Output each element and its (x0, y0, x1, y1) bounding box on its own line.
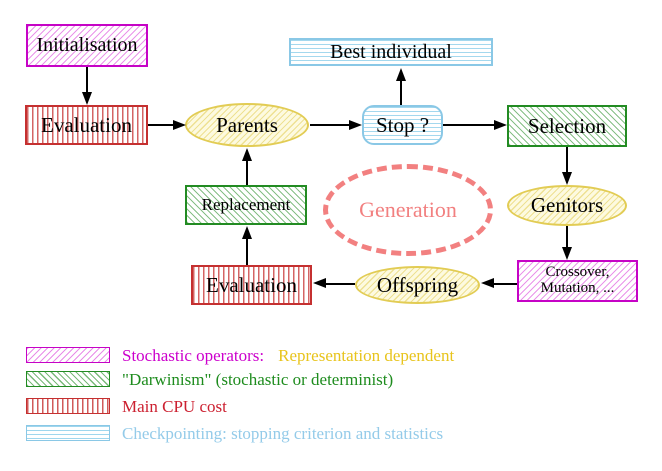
legend-swatch-cyan (26, 425, 110, 441)
legend-swatch-magenta (26, 347, 110, 363)
node-evaluation-bottom: Evaluation (191, 265, 312, 305)
legend-label-representation-dependent: Representation dependent (278, 346, 455, 365)
node-selection: Selection (507, 105, 627, 147)
node-parents: Parents (185, 103, 309, 147)
legend-label-darwinism: "Darwinism" (stochastic or determinist) (122, 370, 394, 389)
crossover-line1: Crossover, (545, 264, 610, 281)
node-genitors: Genitors (507, 185, 627, 226)
generation-label: Generation (359, 197, 457, 222)
legend-swatch-green (26, 371, 110, 387)
node-initialisation: Initialisation (26, 24, 148, 67)
legend-swatch-red (26, 398, 110, 414)
node-best-individual: Best individual (289, 38, 493, 66)
crossover-line2: Mutation, ... (540, 280, 615, 296)
node-evaluation-top: Evaluation (25, 105, 148, 145)
legend-label-checkpointing: Checkpointing: stopping criterion and st… (122, 424, 444, 443)
legend-label-stochastic-operators: Stochastic operators: (122, 346, 265, 365)
node-stop: Stop ? (362, 105, 443, 145)
generation-dashed-ellipse: Generation (323, 164, 493, 256)
node-crossover-mutation: Crossover, Mutation, ... (517, 260, 638, 302)
legend-row-stochastic: Stochastic operators: Representation depe… (122, 346, 454, 366)
node-offspring: Offspring (355, 266, 480, 304)
node-replacement: Replacement (185, 185, 307, 225)
legend-label-main-cpu-cost: Main CPU cost (122, 397, 227, 416)
